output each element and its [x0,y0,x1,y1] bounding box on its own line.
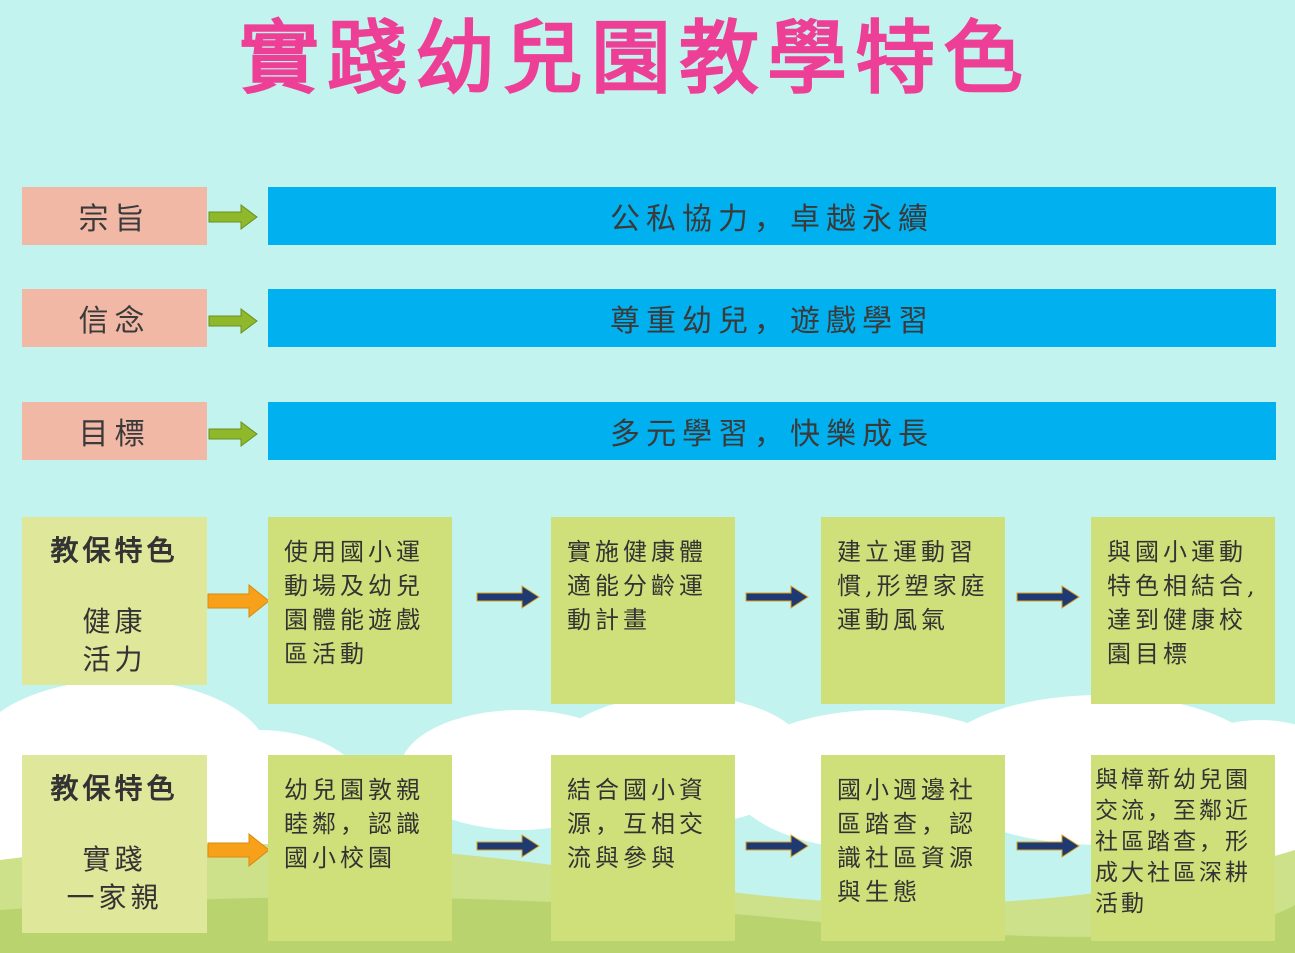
feature-subtitle-line: 健康 [82,605,147,638]
right-arrow-icon [208,421,258,447]
feature-title: 教保特色 [50,772,179,805]
step-box: 實施健康體適能分齡運動計畫 [551,517,735,704]
banner-mission: 公私協力，卓越永續 [268,187,1276,245]
label-belief: 信念 [22,289,207,347]
step-box: 國小週邊社區踏查，認識社區資源與生態 [821,755,1005,941]
label-goal: 目標 [22,402,207,460]
feature-subtitle-line: 一家親 [66,881,163,914]
feature-subtitle: 健康 活力 [82,603,146,679]
feature-subtitle-line: 實踐 [82,843,147,876]
right-arrow-icon [476,585,540,609]
banner-goal: 多元學習，快樂成長 [268,402,1276,460]
label-mission: 宗旨 [22,187,207,245]
right-arrow-icon [208,308,258,334]
step-box: 使用國小運動場及幼兒園體能遊戲區活動 [268,517,452,704]
right-arrow-icon [476,834,540,858]
right-arrow-icon [207,833,270,867]
step-box: 與國小運動特色相結合,達到健康校園目標 [1091,517,1275,704]
right-arrow-icon [207,584,270,618]
step-box: 建立運動習慣,形塑家庭運動風氣 [821,517,1005,704]
step-box: 幼兒園敦親睦鄰，認識國小校園 [268,755,452,941]
page-title: 實踐幼兒園教學特色 [239,11,1031,105]
banner-belief: 尊重幼兒，遊戲學習 [268,289,1276,347]
feature-subtitle-line: 活力 [82,643,147,676]
feature-title: 教保特色 [50,534,179,567]
right-arrow-icon [208,204,258,230]
step-box: 與樟新幼兒園交流，至鄰近社區踏查，形成大社區深耕活動 [1091,755,1275,941]
feature-label-health: 教保特色 健康 活力 [22,517,207,685]
feature-label-family: 教保特色 實踐 一家親 [22,755,207,933]
right-arrow-icon [745,834,809,858]
feature-subtitle: 實踐 一家親 [66,841,162,917]
right-arrow-icon [1016,834,1080,858]
right-arrow-icon [1016,585,1080,609]
right-arrow-icon [745,585,809,609]
step-box: 結合國小資源，互相交流與參與 [551,755,735,941]
